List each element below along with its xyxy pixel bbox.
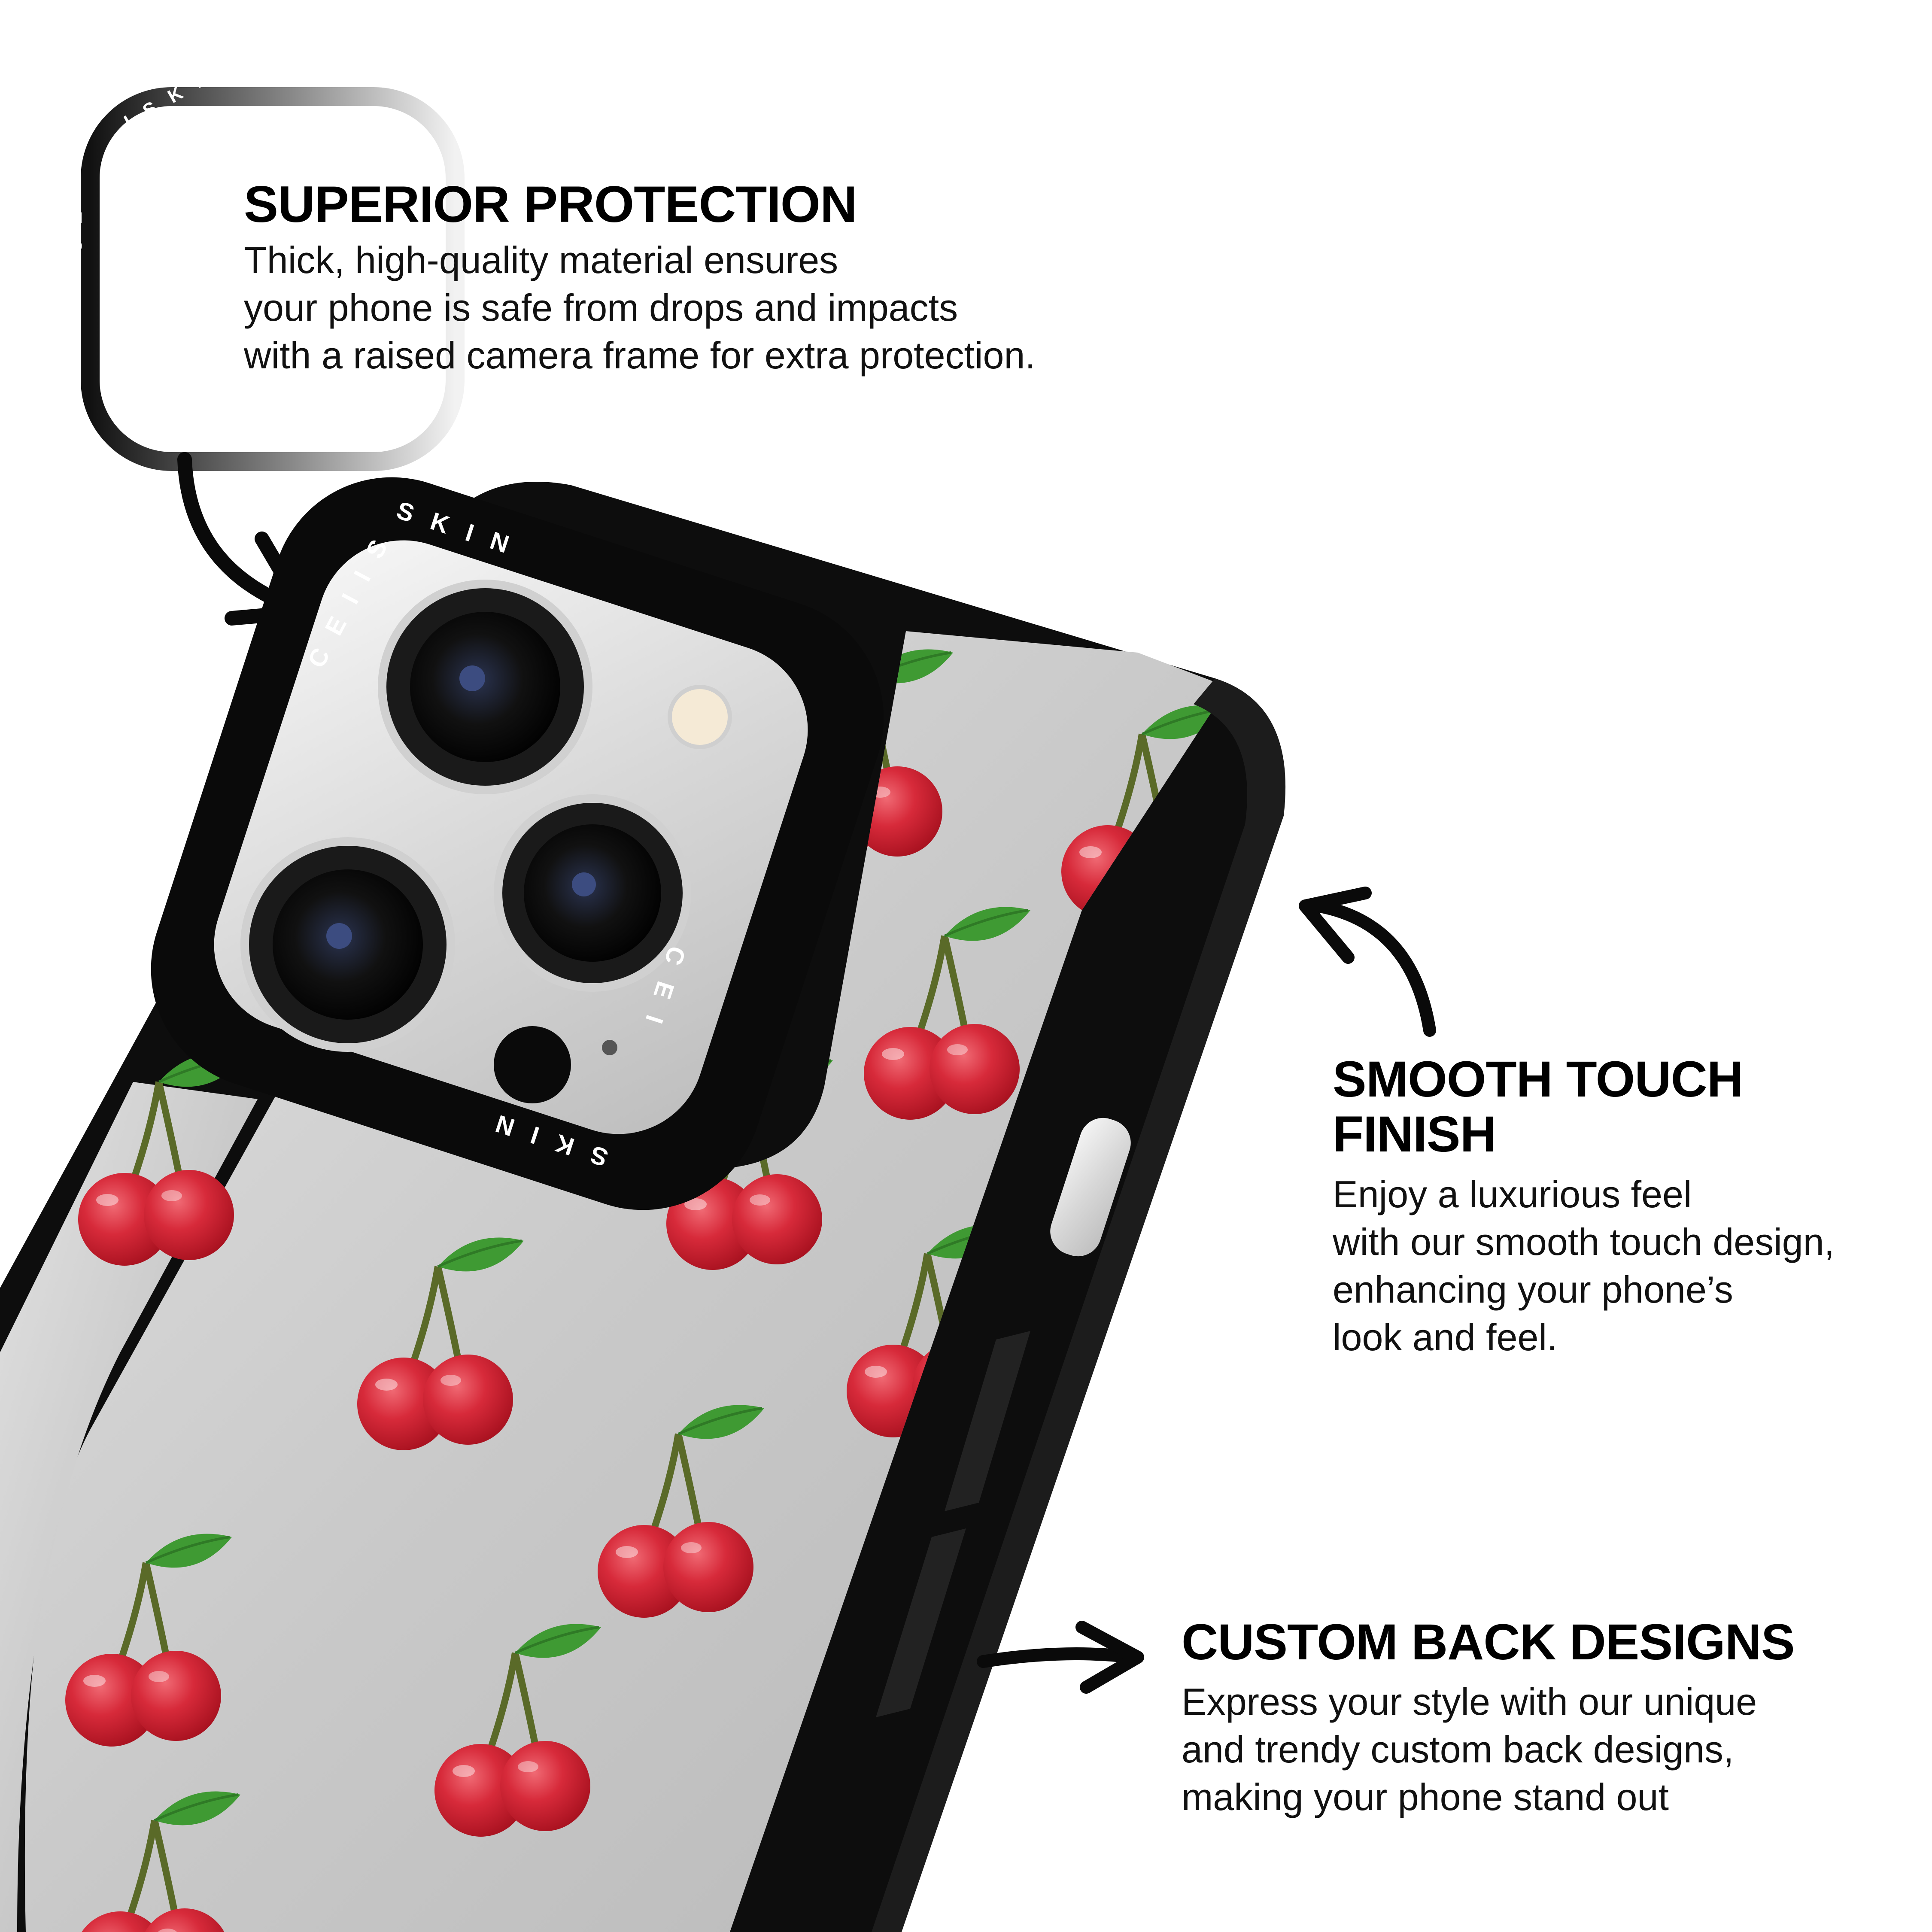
description-line: Thick, high-quality material ensures <box>244 239 838 281</box>
description-line: making your phone stand out <box>1182 1776 1669 1818</box>
description-line: your phone is safe from drops and impact… <box>244 286 958 329</box>
camera-lens-icon <box>494 794 691 992</box>
camera-module: CEIIS SKIN CEI SKIN <box>151 477 884 1210</box>
feature-description: Express your style with our unique and t… <box>1182 1678 1911 1821</box>
description-line: Enjoy a luxurious feel <box>1333 1173 1692 1215</box>
svg-text:CE: CE <box>65 196 86 253</box>
description-line: with a raised camera frame for extra pro… <box>244 334 1036 377</box>
heading-line: FINISH <box>1333 1106 1497 1163</box>
curved-arrow-icon <box>977 1621 1144 1694</box>
feature-smooth-touch-finish: SMOOTH TOUCH FINISH Enjoy a luxurious fe… <box>1333 1052 1925 1361</box>
feature-heading: SMOOTH TOUCH FINISH <box>1333 1052 1925 1162</box>
description-line: enhancing your phone’s <box>1333 1268 1733 1311</box>
description-line: and trendy custom back designs, <box>1182 1728 1734 1771</box>
heading-line: SMOOTH TOUCH <box>1333 1051 1744 1108</box>
camera-lens-icon <box>240 837 455 1052</box>
feature-custom-back-designs: CUSTOM BACK DESIGNS Express your style w… <box>1182 1614 1911 1821</box>
description-line: with our smooth touch design, <box>1333 1221 1835 1263</box>
feature-description: Enjoy a luxurious feel with our smooth t… <box>1333 1170 1925 1361</box>
feature-heading: CUSTOM BACK DESIGNS <box>1182 1614 1795 1671</box>
feature-description: Thick, high-quality material ensures you… <box>244 236 1145 379</box>
feature-heading: SUPERIOR PROTECTION <box>244 176 857 233</box>
description-line: Express your style with our unique <box>1182 1680 1757 1723</box>
feature-superior-protection: SUPERIOR PROTECTION Thick, high-quality … <box>244 176 1145 379</box>
camera-lens-icon <box>378 580 592 794</box>
description-line: look and feel. <box>1333 1316 1558 1358</box>
curved-arrow-icon <box>1299 887 1436 1037</box>
